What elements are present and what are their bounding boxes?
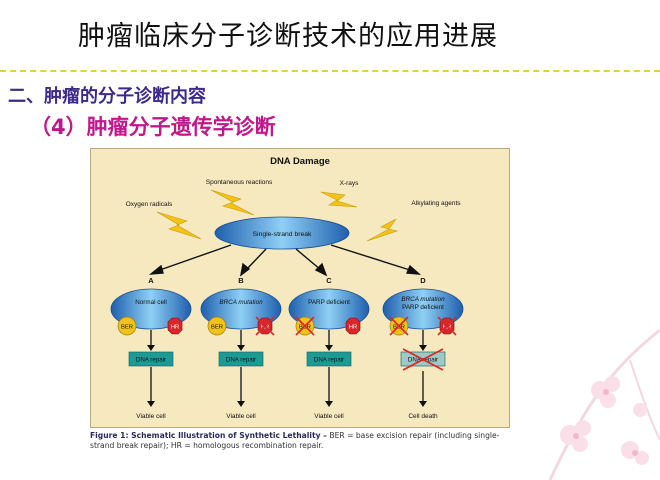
- slide-title: 肿瘤临床分子诊断技术的应用进展: [78, 21, 498, 52]
- ber-label: BER: [211, 325, 223, 331]
- lightning-icon: [210, 189, 255, 216]
- panel-a-letter: A: [148, 276, 154, 285]
- panel-b-letter: B: [238, 276, 244, 285]
- caption-lead: Figure 1: Schematic Illustration of Synt…: [90, 431, 327, 440]
- cherry-blossom-decoration: [548, 328, 660, 480]
- source-xrays: X-rays: [340, 180, 360, 187]
- cell-label: Normal cell: [135, 299, 167, 306]
- dna-repair-box: [218, 351, 264, 367]
- ber-cross-icon: [389, 316, 409, 336]
- source-alkylating: Alkylating agents: [411, 200, 461, 207]
- ber-marker: [117, 316, 137, 336]
- outcome-label: Viable cell: [314, 413, 344, 420]
- dna-repair-box: [306, 351, 352, 367]
- lightning-icon: [366, 218, 399, 242]
- outcome-label: Viable cell: [136, 413, 166, 420]
- hr-cross-icon: [255, 316, 275, 336]
- hr-label: HR: [261, 325, 269, 331]
- synthetic-lethality-figure: DNA Damage Spontaneous reactions X-rays …: [90, 148, 510, 428]
- single-strand-break-label: Single-strand break: [253, 231, 313, 238]
- cell-label-line1: BRCA mutation: [401, 296, 445, 303]
- panel-c-letter: C: [326, 276, 332, 285]
- figure-title: DNA Damage: [270, 156, 330, 167]
- cell-label: PARP deficient: [308, 299, 350, 306]
- dna-repair-box: [128, 351, 174, 367]
- section-heading: 二、肿瘤的分子诊断内容: [8, 86, 206, 107]
- ber-label: BER: [393, 325, 405, 331]
- dna-repair-label: DNA repair: [314, 357, 344, 364]
- panel-b: BRCA mutation BER HR DNA repair Viable c…: [200, 288, 282, 420]
- ber-label: BER: [299, 325, 311, 331]
- hr-cross-icon: [437, 316, 457, 336]
- panel-c: PARP deficient BER HR DNA repair Viable …: [288, 288, 370, 420]
- hr-label: HR: [443, 325, 451, 331]
- outcome-label: Viable cell: [226, 413, 256, 420]
- single-strand-break-ellipse: [214, 216, 350, 250]
- panel-a: Normal cell BER HR DNA repair Viable cel…: [110, 288, 192, 420]
- hr-marker: [167, 317, 183, 335]
- sub-heading: （4）肿瘤分子遗传学诊断: [30, 115, 276, 139]
- hr-label: HR: [349, 325, 357, 331]
- source-oxygen-radicals: Oxygen radicals: [126, 201, 173, 208]
- panel-d: BRCA mutation PARP deficient BER HR DNA …: [382, 288, 464, 420]
- repair-cross-icon: [402, 348, 444, 371]
- hr-label: HR: [171, 325, 179, 331]
- figure-caption: Figure 1: Schematic Illustration of Synt…: [90, 431, 510, 451]
- ber-cross-icon: [295, 316, 315, 336]
- title-divider: [0, 70, 660, 72]
- lightning-icon: [156, 211, 202, 240]
- lightning-icon: [320, 191, 358, 208]
- cell-label: BRCA mutation: [219, 299, 263, 306]
- panel-d-letter: D: [420, 276, 426, 285]
- dna-repair-label: DNA repair: [136, 357, 166, 364]
- cell-label-line2: PARP deficient: [402, 304, 444, 311]
- outcome-label: Cell death: [408, 413, 438, 420]
- ber-marker: [207, 316, 227, 336]
- dna-repair-label: DNA repair: [226, 357, 256, 364]
- ber-label: BER: [121, 325, 133, 331]
- source-spontaneous: Spontaneous reactions: [206, 179, 273, 186]
- hr-marker: [345, 317, 361, 335]
- caption-body: BER = base excision repair (including si…: [90, 431, 500, 450]
